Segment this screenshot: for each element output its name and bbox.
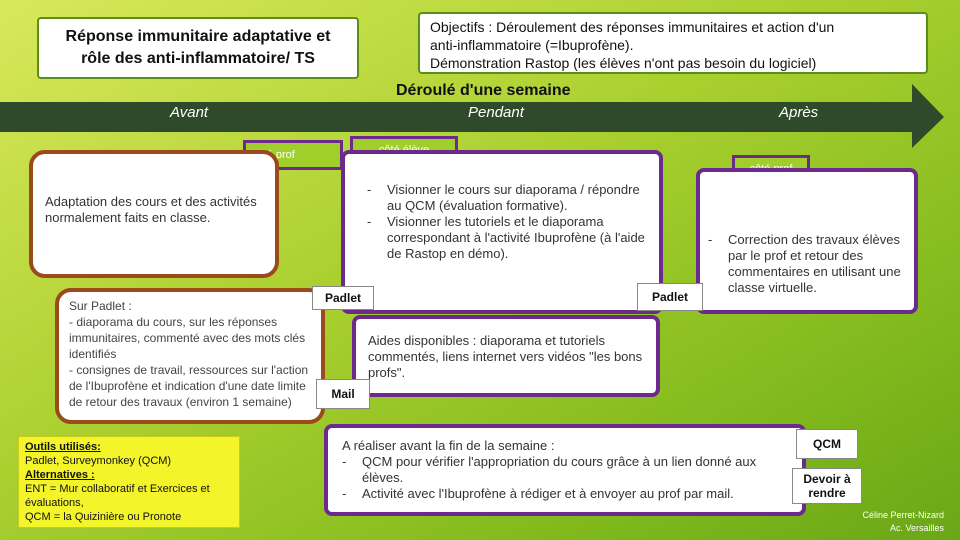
aides-box: Aides disponibles : diaporama et tutorie… bbox=[352, 315, 660, 397]
objectives-line-1: Objectifs : Déroulement des réponses imm… bbox=[430, 19, 835, 35]
phase-during: Pendant bbox=[468, 104, 524, 121]
objectives-line-2: anti-inflammatoire (=Ibuprofène). bbox=[430, 37, 634, 53]
phase-before: Avant bbox=[170, 104, 209, 121]
devoir-label-text: Devoir à rendre bbox=[803, 472, 851, 500]
tools-box: Outils utilisés: Padlet, Surveymonkey (Q… bbox=[18, 436, 240, 528]
end-list: QCM pour vérifier l'appropriation du cou… bbox=[342, 454, 792, 502]
end-box: A réaliser avant la fin de la semaine : … bbox=[324, 424, 806, 516]
tools-heading: Outils utilisés: bbox=[25, 441, 101, 453]
aides-text: Aides disponibles : diaporama et tutorie… bbox=[368, 333, 643, 380]
timeline-title: Déroulé d'une semaine bbox=[396, 82, 571, 99]
tools-alt-1: ENT = Mur collaboratif et Exercices et é… bbox=[25, 483, 210, 509]
after-box: Correction des travaux élèves par le pro… bbox=[696, 168, 918, 314]
eleve-item-1: Visionner le cours sur diaporama / répon… bbox=[367, 182, 647, 214]
devoir-label: Devoir à rendre bbox=[792, 468, 862, 504]
mail-label: Mail bbox=[316, 379, 370, 409]
end-item-2: Activité avec l'Ibuprofène à rédiger et … bbox=[342, 486, 792, 502]
padlet-line-3: - consignes de travail, ressources sur l… bbox=[69, 363, 309, 409]
padlet-content-box: Sur Padlet : - diaporama du cours, sur l… bbox=[55, 288, 325, 424]
tools-list: Padlet, Surveymonkey (QCM) bbox=[25, 455, 172, 467]
after-item-1: Correction des travaux élèves par le pro… bbox=[708, 232, 904, 296]
padlet-label-left-text: Padlet bbox=[324, 291, 361, 305]
tools-alt-2: QCM = la Quizinière ou Pronote bbox=[25, 511, 182, 523]
eleve-box: Visionner le cours sur diaporama / répon… bbox=[341, 150, 663, 314]
padlet-label-right-text: Padlet bbox=[651, 290, 688, 304]
qcm-label: QCM bbox=[796, 429, 858, 459]
padlet-label-left: Padlet bbox=[312, 286, 374, 310]
page-title: Réponse immunitaire adaptative et rôle d… bbox=[37, 17, 359, 79]
credit-line-1: Céline Perret-Nizard bbox=[862, 510, 944, 520]
eleve-item-2: Visionner les tutoriels et le diaporama … bbox=[367, 214, 647, 262]
before-box: Adaptation des cours et des activités no… bbox=[29, 150, 279, 278]
phase-after: Après bbox=[779, 104, 819, 121]
qcm-label-text: QCM bbox=[813, 437, 841, 451]
mail-label-text: Mail bbox=[331, 387, 355, 401]
objectives-line-3: Démonstration Rastop (les élèves n'ont p… bbox=[430, 55, 817, 71]
timeline-arrow bbox=[0, 84, 944, 148]
objectives-box: Objectifs : Déroulement des réponses imm… bbox=[418, 12, 928, 74]
credit-line-2: Ac. Versailles bbox=[889, 523, 944, 533]
title-line-1: Réponse immunitaire adaptative et bbox=[65, 28, 331, 45]
padlet-line-1: Sur Padlet : bbox=[69, 299, 132, 313]
padlet-label-right: Padlet bbox=[637, 283, 703, 311]
end-item-1: QCM pour vérifier l'appropriation du cou… bbox=[342, 454, 792, 486]
title-line-2: rôle des anti-inflammatoire/ TS bbox=[81, 50, 315, 67]
eleve-list: Visionner le cours sur diaporama / répon… bbox=[367, 182, 647, 262]
after-list: Correction des travaux élèves par le pro… bbox=[708, 232, 904, 296]
timeline-arrow-shape bbox=[0, 84, 944, 148]
credit: Céline Perret-Nizard Ac. Versailles bbox=[862, 509, 944, 535]
padlet-line-2: - diaporama du cours, sur les réponses i… bbox=[69, 315, 306, 361]
before-text: Adaptation des cours et des activités no… bbox=[45, 194, 257, 225]
tools-alt-heading: Alternatives : bbox=[25, 469, 95, 481]
end-heading: A réaliser avant la fin de la semaine : bbox=[342, 438, 555, 453]
